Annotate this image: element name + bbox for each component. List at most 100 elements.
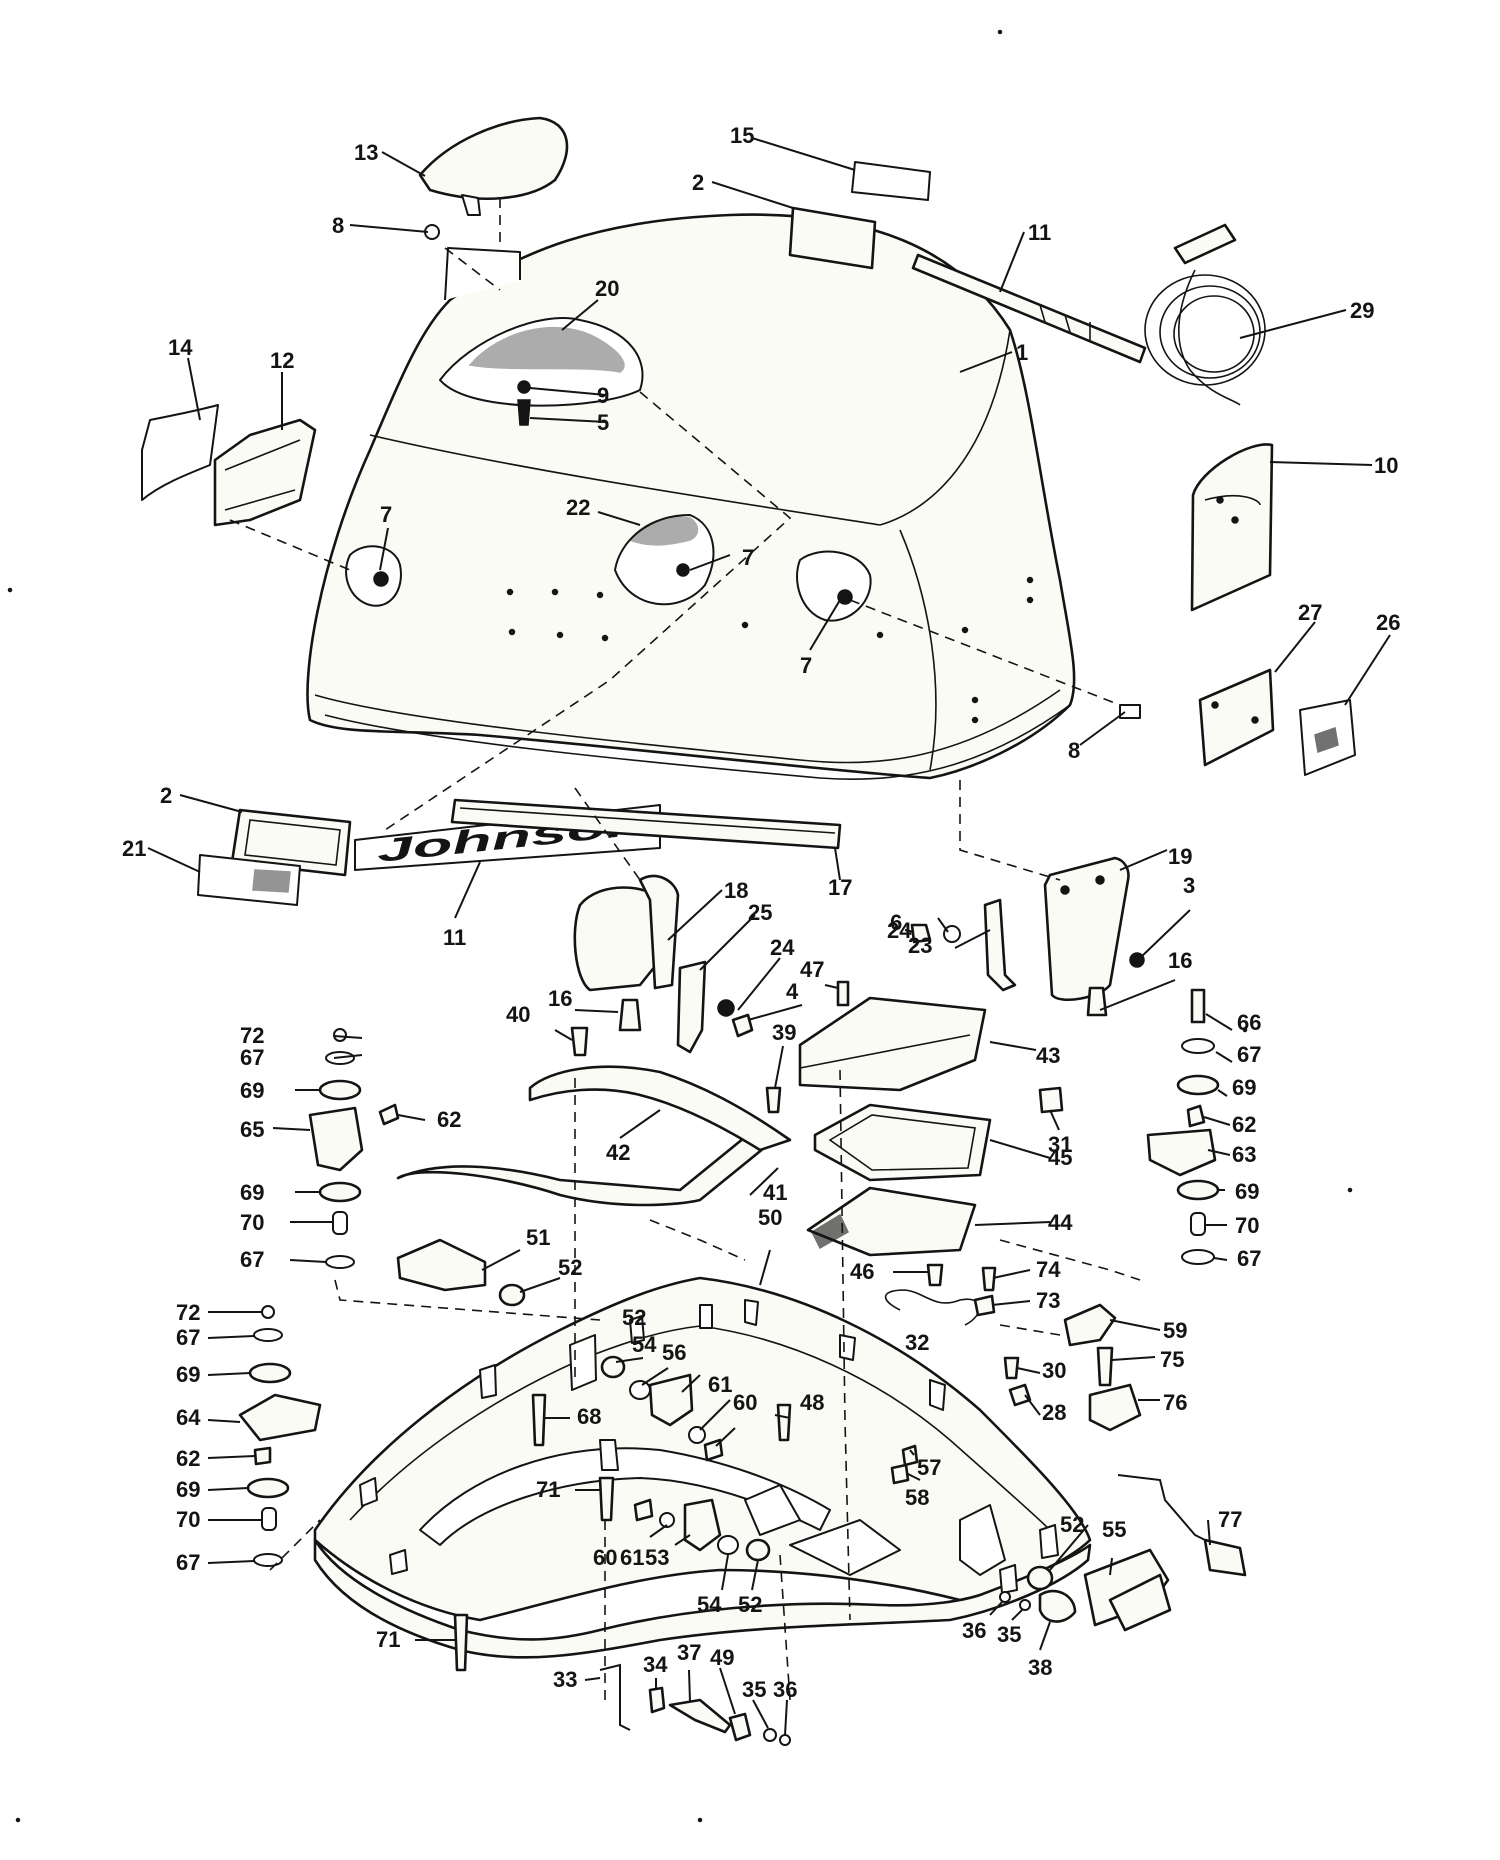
callout-3: 3 (1183, 873, 1195, 898)
bushing-52-right (1026, 1565, 1054, 1591)
callout-50: 50 (758, 1205, 782, 1230)
washer-36-bottom (779, 1734, 791, 1746)
washer-24-left (717, 999, 735, 1017)
callout-69-l2: 69 (240, 1180, 264, 1205)
rod-77-grip (1203, 1538, 1247, 1577)
screw-8-right (1119, 704, 1141, 719)
callout-49: 49 (710, 1645, 734, 1670)
decal-21 (197, 854, 301, 906)
frame-41 (396, 1123, 782, 1207)
callout-73: 73 (1036, 1288, 1060, 1313)
callout-53: 53 (645, 1545, 669, 1570)
plate-2-top (788, 206, 877, 270)
callout-5: 5 (597, 410, 609, 435)
bracket-18 (573, 886, 662, 992)
callout-48: 48 (800, 1390, 824, 1415)
plate-44 (806, 1186, 977, 1257)
washer-61-lower (659, 1512, 675, 1528)
bushing-52-left (498, 1283, 526, 1307)
handle-51 (396, 1238, 487, 1292)
washer-54-pan (629, 1380, 651, 1400)
sleeve-49 (728, 1712, 752, 1742)
callout-36-right: 36 (962, 1618, 986, 1643)
screw-30 (1003, 1356, 1020, 1380)
callout-4: 4 (786, 979, 799, 1004)
callout-33: 33 (553, 1667, 577, 1692)
callout-38: 38 (1028, 1655, 1052, 1680)
decal-15 (851, 161, 931, 201)
rod-77 (1117, 1474, 1216, 1546)
callout-41: 41 (763, 1180, 787, 1205)
callout-7-mid: 7 (742, 545, 754, 570)
block-59 (1063, 1303, 1117, 1347)
callout-43: 43 (1036, 1043, 1060, 1068)
callout-69-l3: 69 (176, 1362, 200, 1387)
callout-47: 47 (800, 957, 824, 982)
bolt-71-upper (598, 1476, 615, 1522)
callout-45: 45 (1048, 1145, 1072, 1170)
callout-76: 76 (1163, 1390, 1187, 1415)
callout-60-lower: 60 (593, 1545, 617, 1570)
callout-74: 74 (1036, 1257, 1061, 1282)
assembly-lines (229, 198, 1141, 1701)
callout-77: 77 (1218, 1507, 1242, 1532)
callout-67-l1: 67 (240, 1045, 264, 1070)
callout-34: 34 (643, 1652, 668, 1677)
callout-67-r1: 67 (1237, 1042, 1261, 1067)
bolt-71-bottom (453, 1613, 469, 1672)
callout-59: 59 (1163, 1318, 1187, 1343)
callout-14: 14 (168, 335, 193, 360)
callout-11-lower: 11 (443, 925, 466, 950)
callout-6: 6 (890, 910, 902, 935)
bolt-40 (570, 1026, 589, 1057)
callout-7-right: 7 (800, 653, 812, 678)
cover-cap (418, 116, 569, 200)
callout-27: 27 (1298, 600, 1322, 625)
callout-11-top: 11 (1028, 220, 1051, 245)
bolt-68 (531, 1393, 547, 1447)
callout-51: 51 (526, 1225, 550, 1250)
left-column-parts (238, 1028, 400, 1567)
strap-25 (676, 960, 707, 1054)
callout-28: 28 (1042, 1400, 1066, 1425)
callout-71-bottom: 71 (376, 1627, 400, 1652)
callout-69-l1: 69 (240, 1078, 264, 1103)
callout-52-pan: 52 (622, 1305, 646, 1330)
leader-lines (147, 137, 1391, 1736)
callout-40: 40 (506, 1002, 530, 1027)
callout-32: 32 (905, 1330, 929, 1355)
screw-46 (926, 1263, 944, 1287)
cover-cap-tab (461, 194, 481, 216)
bushing-52-pan (600, 1355, 626, 1379)
callout-18: 18 (724, 878, 748, 903)
callout-58: 58 (905, 1485, 929, 1510)
washer-54-lower (717, 1535, 739, 1555)
strap-23 (983, 898, 1017, 992)
callout-26: 26 (1376, 610, 1400, 635)
callout-42: 42 (606, 1140, 630, 1165)
callout-15: 15 (730, 123, 754, 148)
callout-39: 39 (772, 1020, 796, 1045)
callout-31: 31 (1048, 1132, 1072, 1157)
washer-61-top (688, 1426, 706, 1444)
callout-22: 22 (566, 495, 590, 520)
callout-67-l4: 67 (176, 1550, 200, 1575)
callout-13: 13 (354, 140, 378, 165)
screw-47 (836, 980, 850, 1007)
callout-72-lower: 72 (176, 1300, 200, 1325)
clip-28 (1008, 1383, 1032, 1407)
screw-74 (981, 1266, 997, 1292)
callout-44: 44 (1048, 1210, 1073, 1235)
callout-69-l4: 69 (176, 1477, 200, 1502)
scan-specks (7, 29, 1353, 1823)
lower-pan (313, 1276, 1092, 1659)
washer-35-right (1019, 1599, 1031, 1611)
callout-61-lower: 61 (620, 1545, 644, 1570)
callout-56: 56 (662, 1340, 686, 1365)
callout-60-top: 60 (733, 1390, 757, 1415)
rod-33 (599, 1663, 631, 1731)
callout-12: 12 (270, 348, 294, 373)
callout-62-lower: 62 (176, 1446, 200, 1471)
callout-52-lower: 52 (738, 1592, 762, 1617)
